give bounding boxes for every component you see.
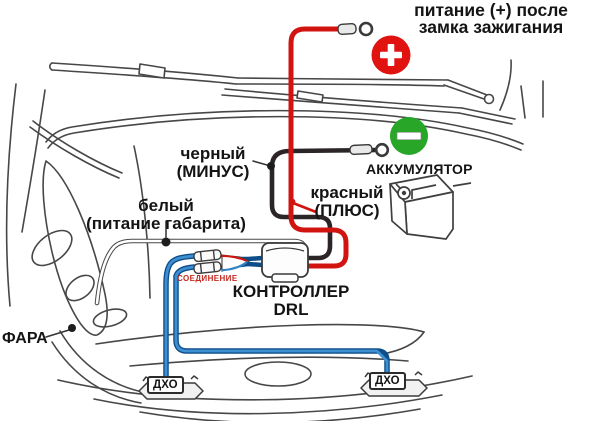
white-wire-junction-dot [161,237,171,247]
controller-box [261,242,309,283]
battery-drawing [389,174,472,240]
wiper-blades [48,62,516,125]
headlight-pointer-dot [68,324,76,332]
car-body-outline [5,59,544,421]
red-wire-ring-terminal [337,21,374,37]
red-wire [288,21,374,269]
black-wire-junction-dot [267,162,275,170]
drl-lamp-right-tag: ДХО [369,372,406,390]
drl-lamp-left-tag: ДХО [147,376,184,394]
wire-connectors [193,249,251,275]
black-wire [269,142,390,261]
headlight-drawing [31,160,128,336]
red-wire-tap-dot [288,198,296,206]
black-wire-ring-terminal [349,142,390,158]
plus-icon [371,35,411,75]
pointer-lines [45,160,318,338]
minus-icon [390,117,428,155]
